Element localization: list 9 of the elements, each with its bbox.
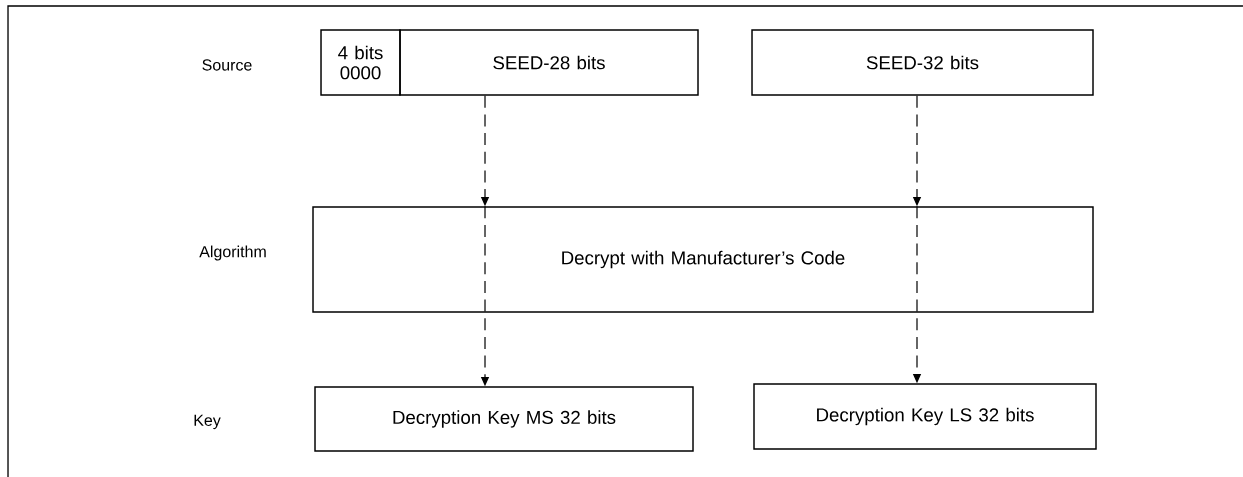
bit-field-box: SEED-28 bits xyxy=(399,29,699,96)
bit-field-box: SEED-32 bits xyxy=(751,29,1094,96)
process-box: Decryption Key MS 32 bits xyxy=(314,386,694,452)
bit-field-box: 4 bits 0000 xyxy=(320,29,401,96)
row-label: Source xyxy=(202,59,252,71)
row-label: Key xyxy=(194,414,221,430)
process-box: Decrypt with Manufacturer’s Code xyxy=(312,206,1094,313)
process-box: Decryption Key LS 32 bits xyxy=(753,383,1097,450)
row-label: Algorithm xyxy=(199,245,266,261)
